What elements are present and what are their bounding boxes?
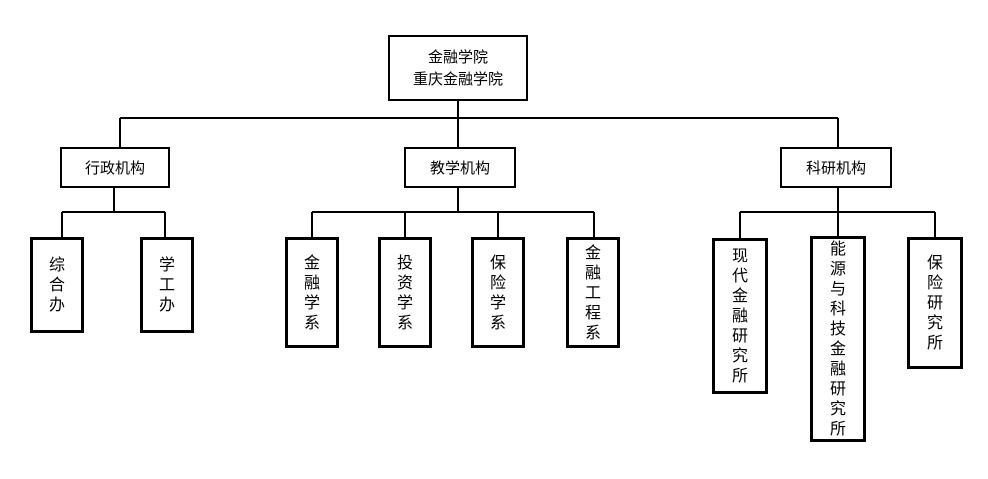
node-dept-investment: 投资学系: [378, 237, 432, 348]
node-dept-insurance: 保险学系: [471, 237, 525, 348]
node-label: 金融学系: [303, 252, 320, 332]
root-alias: 重庆金融学院: [412, 70, 503, 88]
node-dept-financial-engineering: 金融工程系: [566, 237, 620, 348]
node-label: 保险研究所: [926, 253, 943, 352]
node-label: 投资学系: [396, 252, 413, 332]
node-institute-energy-fintech: 能源与科技金融研究所: [810, 236, 866, 442]
node-label: 综合办: [48, 255, 65, 314]
node-teaching: 教学机构: [404, 147, 516, 188]
node-admin-general-office: 综合办: [30, 237, 84, 333]
root-name: 金融学院: [427, 48, 488, 66]
node-admin: 行政机构: [60, 147, 170, 188]
node-label: 金融工程系: [584, 242, 601, 342]
node-research: 科研机构: [780, 147, 892, 188]
node-label: 现代金融研究所: [731, 246, 748, 385]
node-label: 能源与科技金融研究所: [829, 239, 846, 438]
node-admin-student-affairs: 学工办: [140, 237, 194, 333]
node-dept-finance: 金融学系: [285, 237, 339, 348]
node-label: 保险学系: [489, 252, 506, 332]
node-label: 学工办: [158, 255, 175, 314]
root-node: 金融学院 重庆金融学院: [388, 35, 528, 101]
node-institute-modern-finance: 现代金融研究所: [712, 238, 768, 394]
node-institute-insurance: 保险研究所: [907, 237, 963, 369]
